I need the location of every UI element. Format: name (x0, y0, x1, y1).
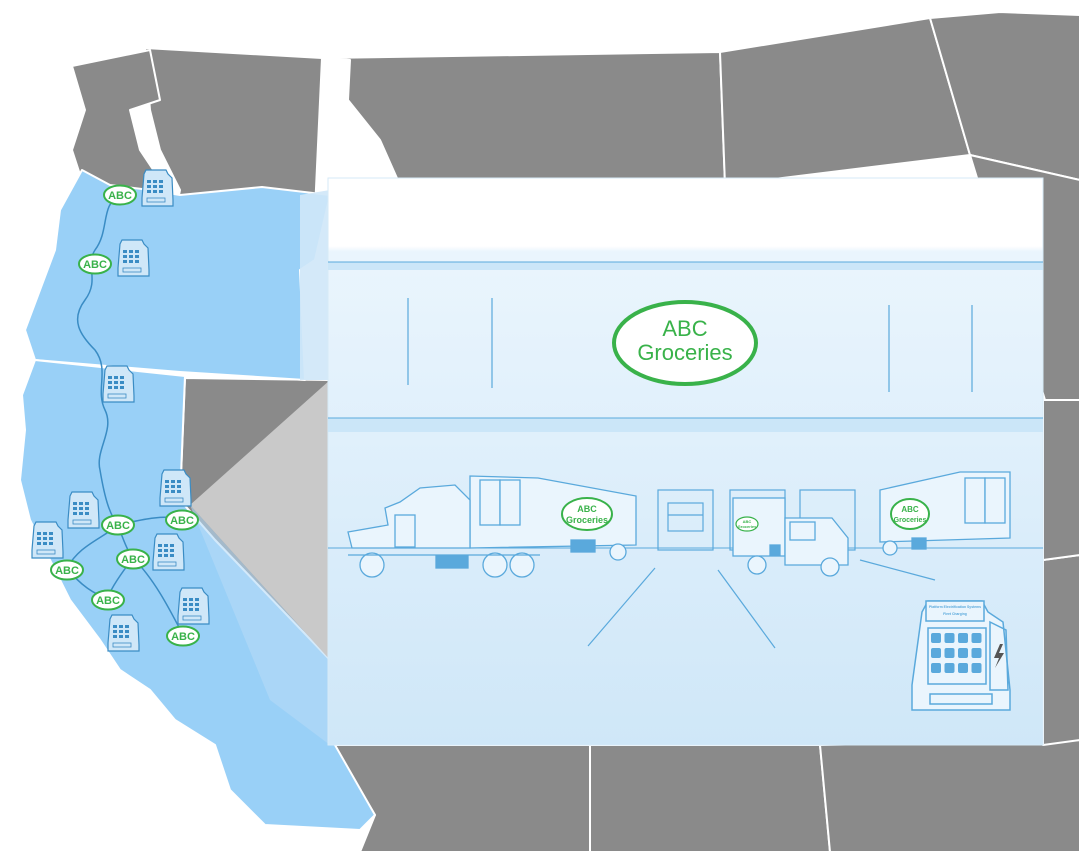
ev-charging-station-icon[interactable] (107, 614, 140, 652)
parking-lines (587, 559, 936, 649)
semi-truck (347, 475, 637, 578)
keypad-key (944, 663, 955, 673)
store-marker-oval (166, 625, 200, 647)
store-marker-label: ABC (171, 631, 195, 643)
parked-trailer (879, 471, 1011, 556)
zoom-wedge-upper (300, 190, 330, 380)
truck-logo: ABC Groceries (561, 497, 613, 531)
state-kansas-east (1042, 554, 1080, 746)
state-texas (819, 739, 1080, 852)
keypad-key (944, 648, 955, 658)
inset-panel: ABC Groceries (327, 177, 1044, 746)
state-montana (321, 51, 726, 186)
charger-header: Platform Electrification Systems (929, 605, 981, 609)
box-van (732, 497, 849, 577)
store-marker[interactable]: ABC (103, 184, 137, 206)
store-marker-label: ABC (83, 259, 107, 271)
store-sign-line2: Groceries (637, 340, 732, 365)
store-marker[interactable]: ABC (91, 589, 125, 611)
lightning-bolt-icon (994, 644, 1004, 668)
keypad-key (971, 663, 982, 673)
store-marker-label: ABC (55, 565, 79, 577)
store-marker-oval (165, 509, 199, 531)
van-logo-line1: ABC (743, 519, 752, 524)
state-minnesota (929, 11, 1080, 181)
store-marker-oval (103, 184, 137, 206)
state-arizona (329, 744, 591, 852)
ev-charging-station-icon[interactable] (117, 239, 150, 277)
ev-charging-station-icon[interactable] (31, 521, 64, 559)
state-oregon (24, 169, 331, 381)
charger-markers (31, 169, 210, 652)
store-marker-oval (78, 253, 112, 275)
zoom-wedge (190, 190, 330, 745)
keypad-key (931, 648, 941, 658)
ev-charging-station-icon[interactable] (141, 169, 174, 207)
facade-pillars (407, 298, 973, 392)
state-new-mexico (589, 744, 831, 852)
zoom-wedge-lower (190, 380, 330, 660)
store-marker[interactable]: ABC (166, 625, 200, 647)
truck-cab (347, 484, 471, 549)
store-marker-label: ABC (108, 190, 132, 202)
ev-charging-station-icon[interactable] (152, 533, 185, 571)
store-sign-oval (612, 300, 758, 386)
store-marker-oval (101, 514, 135, 536)
store-marker[interactable]: ABC (78, 253, 112, 275)
store-marker[interactable]: ABC (50, 559, 84, 581)
keypad-key (958, 663, 968, 673)
keypad-key (971, 633, 982, 643)
keypad-key (931, 663, 941, 673)
keypad-key (944, 633, 955, 643)
van-logo-line2: Groceries (738, 524, 757, 529)
store-sign-line1: ABC (662, 316, 707, 341)
store-marker-label: ABC (121, 554, 145, 566)
store-marker-label: ABC (106, 520, 130, 532)
store-marker[interactable]: ABC (165, 509, 199, 531)
ev-charging-station-icon[interactable] (67, 491, 100, 529)
state-washington (71, 49, 161, 191)
keypad-key (958, 633, 968, 643)
store-marker[interactable]: ABC (116, 548, 150, 570)
truck-logo-line1: ABC (577, 504, 597, 514)
store-marker-oval (50, 559, 84, 581)
store-marker-oval (116, 548, 150, 570)
keypad-key (971, 648, 982, 658)
store-marker-label: ABC (96, 595, 120, 607)
ev-charging-station-icon[interactable] (177, 587, 210, 625)
charger-keypad (931, 633, 982, 673)
state-north-dakota (719, 17, 971, 186)
trailer-logo-line1: ABC (901, 505, 919, 514)
charger-subheader: Fleet Charging (943, 612, 967, 616)
roof-band (328, 262, 1043, 270)
keypad-key (958, 648, 968, 658)
ev-charging-station-icon[interactable] (159, 469, 192, 507)
facade-band (328, 418, 1043, 432)
store-marker-oval (91, 589, 125, 611)
van-logo: ABC Groceries (735, 516, 759, 532)
zoom-wedge-lower-blue (190, 505, 330, 745)
ev-charging-station-icon[interactable] (102, 365, 135, 403)
trailer-logo: ABC Groceries (890, 498, 930, 530)
store-marker-label: ABC (170, 515, 194, 527)
store-marker[interactable]: ABC (101, 514, 135, 536)
state-nebraska-east (1042, 399, 1080, 561)
store-sign: ABC Groceries (612, 300, 758, 386)
trailer-logo-line2: Groceries (894, 517, 927, 524)
route-main (76, 194, 121, 526)
truck-logo-line2: Groceries (566, 515, 608, 525)
store-markers: ABC ABC ABC ABC ABC ABC ABC ABC (50, 184, 200, 647)
keypad-key (931, 633, 941, 643)
